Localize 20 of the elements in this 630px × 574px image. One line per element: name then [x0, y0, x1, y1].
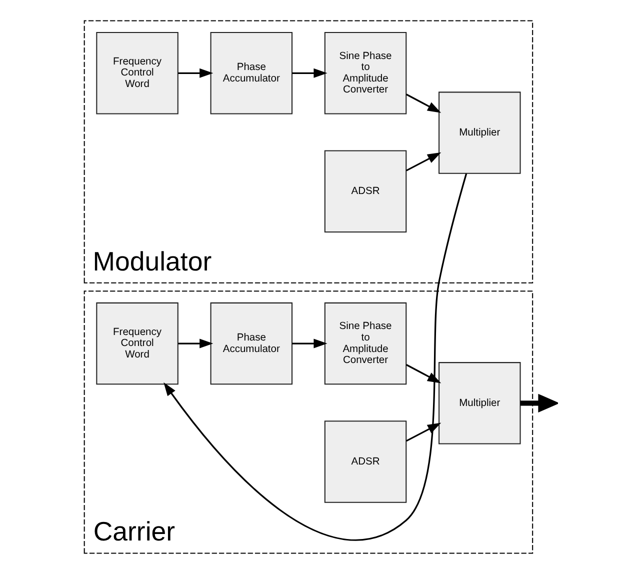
arrow	[406, 94, 442, 113]
arrow	[406, 422, 442, 442]
node-box: Sine Phase to Amplitude Converter	[324, 302, 407, 385]
node-box: ADSR	[324, 150, 407, 232]
arrow	[178, 338, 214, 348]
node-box: Sine Phase to Amplitude Converter	[324, 32, 407, 114]
node-box: Phase Accumulator	[210, 32, 293, 114]
arrow	[520, 394, 558, 412]
node-box: Multiplier	[438, 92, 521, 174]
arrow	[292, 338, 328, 348]
arrow	[164, 173, 468, 540]
arrow	[178, 68, 214, 78]
node-box: Phase Accumulator	[210, 302, 293, 385]
arrow	[406, 152, 442, 172]
node-box: Frequency Control Word	[96, 32, 178, 114]
node-box: Multiplier	[438, 362, 521, 444]
arrow	[406, 364, 442, 384]
node-box: Frequency Control Word	[96, 302, 178, 385]
arrow	[292, 68, 328, 78]
node-box: ADSR	[324, 420, 407, 503]
